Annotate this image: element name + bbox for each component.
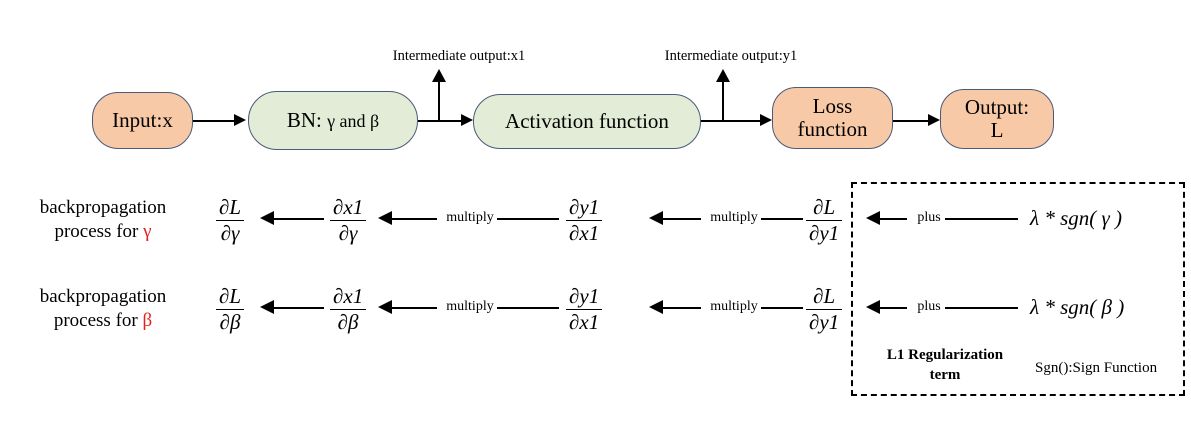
edge-loss-to-output (893, 120, 929, 122)
node-loss-label-line1: Loss (812, 93, 853, 118)
edge-gamma-b-left (392, 218, 439, 220)
node-bn-label: BN: γ and β (286, 107, 380, 132)
edge-gamma-d-left (880, 218, 909, 220)
term-dL-dbeta: ∂L ∂β (216, 284, 245, 335)
node-bn-params: γ and β (327, 110, 380, 131)
branch-y1-line (722, 82, 724, 121)
term-dL-dy1-beta: ∂L ∂y1 (806, 284, 843, 335)
edge-beta-b-left (392, 307, 439, 309)
term-dx1-dbeta-den: ∂β (330, 309, 367, 335)
edge-activation-to-loss (701, 120, 762, 122)
edge-beta-d-left (880, 307, 909, 309)
node-loss[interactable]: Loss function (772, 87, 893, 149)
term-dL-dy1-gamma-num: ∂L (813, 195, 836, 219)
l1-regularization-title-line2: term (929, 366, 961, 383)
l1-regularization-title: L1 Regularization term (861, 346, 1029, 385)
edge-gamma-a (274, 218, 324, 220)
caption-intermediate-output-y1: Intermediate output:y1 (664, 48, 798, 64)
edge-input-to-bn (193, 120, 234, 122)
backprop-label-gamma-line2-prefix: process for (54, 220, 144, 242)
term-dx1-dbeta: ∂x1 ∂β (330, 284, 367, 335)
backprop-label-gamma: backpropagation process for γ (8, 196, 198, 244)
arrowhead-gamma-d (866, 210, 880, 225)
edge-beta-b-right (497, 307, 559, 309)
term-dL-dy1-beta-den: ∂y1 (806, 309, 843, 335)
term-dy1-dx1-gamma-den: ∂x1 (566, 220, 603, 246)
l1-regularization-box (851, 182, 1185, 396)
edge-label-beta-multiply-1: multiply (437, 299, 503, 315)
edge-beta-c-right (761, 307, 803, 309)
node-input-label: Input:x (112, 107, 173, 132)
term-dx1-dbeta-num: ∂x1 (333, 284, 364, 308)
term-dy1-dx1-beta: ∂y1 ∂x1 (566, 284, 603, 335)
arrowhead-branch-y1 (716, 69, 730, 82)
backprop-label-beta-param: β (142, 309, 153, 331)
arrowhead-beta-b (378, 299, 392, 314)
term-dx1-dgamma-num: ∂x1 (333, 195, 364, 219)
node-output-label-line2: L (990, 118, 1004, 142)
term-dL-dbeta-den: ∂β (216, 309, 245, 335)
edge-gamma-b-right (497, 218, 559, 220)
edge-beta-d-right (945, 307, 1018, 309)
arrowhead-activation-to-loss (760, 113, 772, 126)
arrowhead-beta-d (866, 299, 880, 314)
node-output-label-line1: Output: (964, 94, 1030, 119)
node-bn[interactable]: BN: γ and β (248, 91, 418, 150)
edge-label-beta-multiply-2: multiply (701, 299, 767, 315)
backprop-label-gamma-param: γ (143, 220, 152, 242)
backprop-label-beta-line2-prefix: process for (53, 309, 143, 331)
edge-beta-c-left (663, 307, 703, 309)
sign-function-note: Sgn():Sign Function (1035, 360, 1158, 376)
term-dy1-dx1-beta-num: ∂y1 (569, 284, 600, 308)
arrowhead-beta-c (649, 299, 663, 314)
backprop-label-beta-line1: backpropagation (39, 286, 167, 307)
expr-lambda-sgn-gamma: λ * sgn( γ ) (1030, 206, 1123, 230)
term-dL-dy1-gamma-den: ∂y1 (806, 220, 843, 246)
edge-label-gamma-multiply-2: multiply (701, 210, 767, 226)
arrowhead-bn-to-activation (461, 113, 473, 126)
term-dL-dgamma-den: ∂γ (216, 220, 245, 246)
arrowhead-loss-to-output (928, 113, 940, 126)
edge-gamma-d-right (945, 218, 1018, 220)
arrowhead-input-to-bn (234, 113, 246, 126)
expr-lambda-sgn-beta: λ * sgn( β ) (1030, 295, 1125, 319)
edge-label-gamma-multiply-1: multiply (437, 210, 503, 226)
arrowhead-beta-a (260, 299, 274, 314)
edge-gamma-c-left (663, 218, 703, 220)
node-input[interactable]: Input:x (92, 92, 193, 149)
arrowhead-gamma-c (649, 210, 663, 225)
term-dy1-dx1-gamma: ∂y1 ∂x1 (566, 195, 603, 246)
branch-x1-line (438, 82, 440, 121)
arrowhead-gamma-a (260, 210, 274, 225)
term-dL-dbeta-num: ∂L (219, 284, 242, 308)
edge-gamma-c-right (761, 218, 803, 220)
l1-regularization-title-line1: L1 Regularization (886, 347, 1004, 363)
term-dL-dy1-gamma: ∂L ∂y1 (806, 195, 843, 246)
node-output[interactable]: Output: L (940, 89, 1054, 149)
backprop-label-gamma-line1: backpropagation (39, 197, 167, 218)
backprop-label-beta: backpropagation process for β (8, 285, 198, 333)
node-activation[interactable]: Activation function (473, 94, 701, 149)
arrowhead-branch-x1 (432, 69, 446, 82)
node-bn-prefix: BN: (286, 107, 328, 132)
edge-bn-to-activation (418, 120, 463, 122)
node-activation-label: Activation function (505, 108, 669, 133)
edge-beta-a (274, 307, 324, 309)
term-dL-dgamma: ∂L ∂γ (216, 195, 245, 246)
caption-intermediate-output-x1: Intermediate output:x1 (392, 48, 526, 64)
term-dx1-dgamma-den: ∂γ (330, 220, 367, 246)
term-dL-dy1-beta-num: ∂L (813, 284, 836, 308)
arrowhead-gamma-b (378, 210, 392, 225)
node-loss-label-line2: function (797, 117, 868, 141)
edge-label-gamma-plus: plus (907, 210, 951, 226)
term-dy1-dx1-beta-den: ∂x1 (566, 309, 603, 335)
term-dx1-dgamma: ∂x1 ∂γ (330, 195, 367, 246)
term-dL-dgamma-num: ∂L (219, 195, 242, 219)
term-dy1-dx1-gamma-num: ∂y1 (569, 195, 600, 219)
edge-label-beta-plus: plus (907, 299, 951, 315)
